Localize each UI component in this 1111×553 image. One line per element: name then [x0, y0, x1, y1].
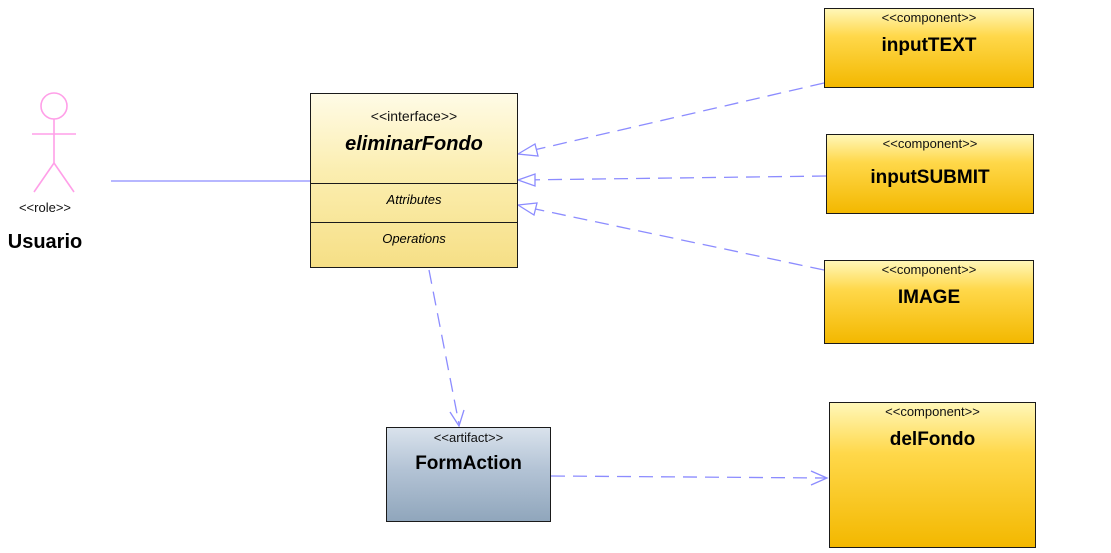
actor-right-leg [53, 162, 75, 193]
component-name: IMAGE [897, 287, 961, 308]
actor-left-leg [33, 162, 55, 193]
actor-name[interactable]: Usuario [7, 231, 83, 253]
interface-box[interactable]: <<interface>> eliminarFondo Attributes O… [310, 93, 518, 268]
artifact-box[interactable]: <<artifact>> FormAction [386, 427, 551, 522]
component-name: inputSUBMIT [870, 167, 990, 188]
interface-attributes-section[interactable]: Attributes [386, 192, 442, 207]
dependency-line-interface-artifact[interactable] [428, 269, 460, 425]
artifact-stereotype: <<artifact>> [433, 430, 504, 445]
component-inputtext[interactable]: <<component>> inputTEXT [824, 8, 1034, 88]
interface-stereotype: <<interface>> [370, 108, 458, 124]
component-image[interactable]: <<component>> IMAGE [824, 260, 1034, 344]
interface-header: <<interface>> eliminarFondo [311, 94, 517, 184]
realization-arrowhead-inputtext [515, 142, 539, 157]
component-name: inputTEXT [881, 35, 977, 56]
component-stereotype: <<component>> [882, 136, 978, 151]
component-stereotype: <<component>> [881, 10, 977, 25]
component-delfondo[interactable]: <<component>> delFondo [829, 402, 1036, 548]
realization-arrowhead-image [516, 202, 538, 217]
dependency-line-artifact-delfondo[interactable] [550, 475, 827, 479]
dependency-arrowhead-delfondo [810, 470, 829, 486]
component-name: delFondo [889, 429, 976, 450]
component-inputsubmit[interactable]: <<component>> inputSUBMIT [826, 134, 1034, 214]
component-stereotype: <<component>> [881, 262, 977, 277]
realization-arrowhead-inputsubmit [516, 173, 536, 187]
interface-name: eliminarFondo [345, 133, 483, 155]
actor-stereotype: <<role>> [18, 200, 72, 215]
actor-figure[interactable] [32, 92, 76, 193]
actor-head [40, 92, 68, 120]
artifact-name: FormAction [415, 453, 522, 474]
realization-line-image[interactable] [520, 205, 825, 271]
interface-operations-section[interactable]: Operations [311, 222, 517, 261]
dependency-arrowhead-artifact [449, 409, 465, 428]
realization-line-inputtext[interactable] [520, 82, 825, 154]
realization-line-inputsubmit[interactable] [520, 175, 827, 181]
component-stereotype: <<component>> [885, 404, 980, 419]
